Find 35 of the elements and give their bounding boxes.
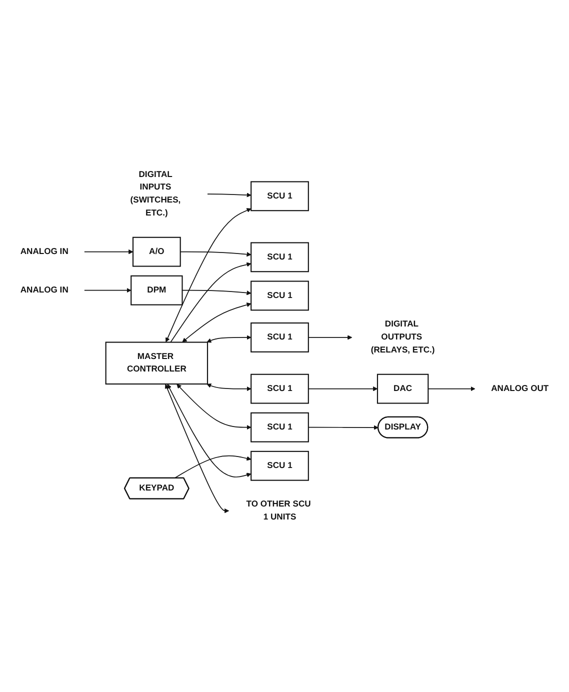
arrow [308, 425, 379, 430]
node-box: DPM [130, 275, 183, 306]
arrow [182, 290, 252, 296]
node-text: TO OTHER SCU 1 UNITS [246, 500, 311, 522]
arrow [180, 251, 252, 257]
arrow [174, 455, 252, 479]
arrow [170, 262, 252, 343]
node-text: DIGITAL OUTPUTS (RELAYS, ETC.) [370, 320, 435, 355]
arrow [308, 335, 352, 340]
node-text: DIGITAL INPUTS (SWITCHES, ETC.) [130, 170, 181, 218]
arrow [165, 208, 252, 342]
node-box: SCU 1 [250, 374, 309, 404]
arrow [167, 384, 252, 478]
node-text: ANALOG OUT [491, 384, 549, 394]
arrow [84, 249, 134, 254]
node-box: MASTER CONTROLLER [105, 342, 208, 385]
arrow [182, 302, 252, 342]
arrow [84, 288, 132, 293]
arrow [308, 386, 378, 392]
node-box: SCU 1 [250, 450, 309, 481]
node-box: SCU 1 [250, 412, 309, 442]
arrow [207, 192, 252, 198]
node-box: DAC [376, 374, 429, 404]
node-box: SCU 1 [250, 280, 309, 311]
node-box: A/O [132, 236, 181, 267]
arrow [428, 386, 476, 392]
node-box: SCU 1 [250, 242, 309, 272]
node-box: SCU 1 [250, 322, 309, 352]
node-text: ANALOG IN [20, 247, 68, 256]
arrow [206, 384, 252, 392]
arrow [164, 384, 230, 514]
arrow [176, 384, 252, 430]
node-box: SCU 1 [250, 181, 309, 212]
arrow [206, 335, 252, 343]
node-text: ANALOG IN [20, 286, 68, 295]
